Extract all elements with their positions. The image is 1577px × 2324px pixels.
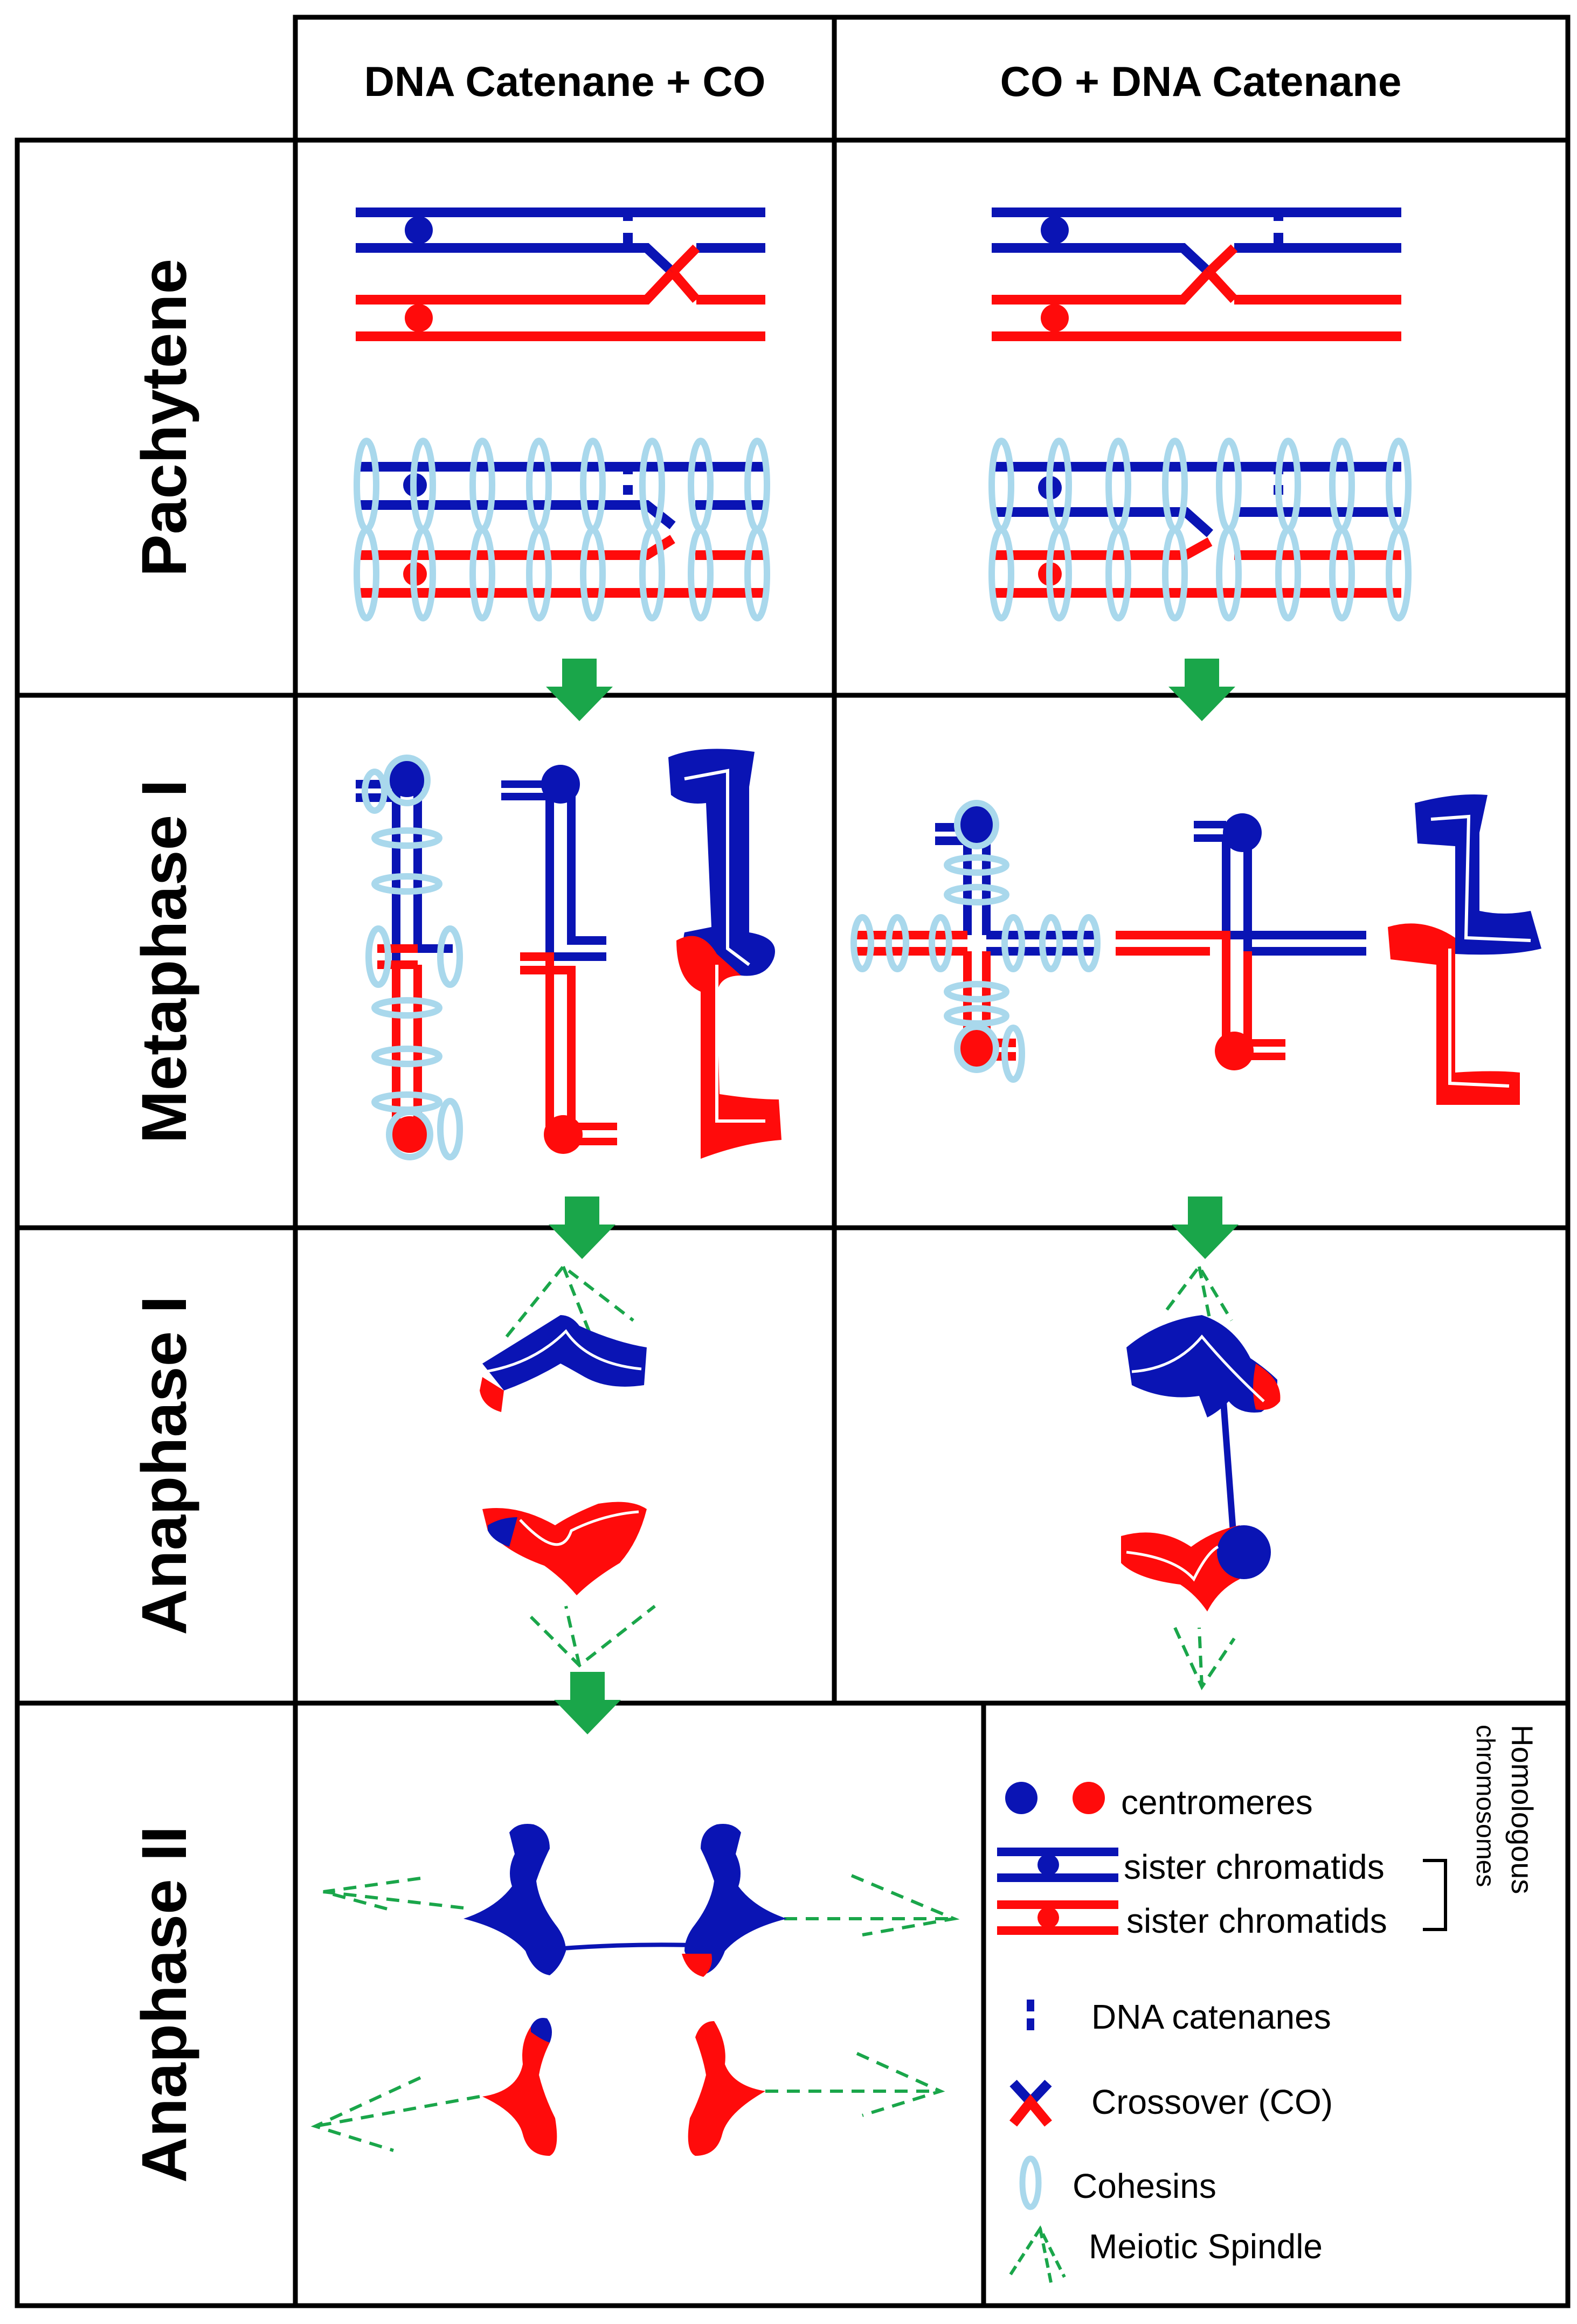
anaphase1-left-chromosomes — [480, 1315, 647, 1595]
legend-sister-chromatids-red: sister chromatids — [997, 1900, 1387, 1940]
flow-arrow-icon — [554, 1672, 621, 1734]
flow-arrow-icon — [546, 659, 613, 721]
legend-chromosomes-label: chromosomes — [1471, 1725, 1499, 1887]
legend-sister-chromatids-blue: sister chromatids — [997, 1848, 1385, 1886]
anaphase2-chromosomes — [464, 1824, 787, 2156]
legend-catenanes-label: DNA catenanes — [1091, 1997, 1331, 2036]
metaphase-right-cohesin-bivalent — [850, 800, 1101, 1083]
legend-crossover: Crossover (CO) — [1009, 2079, 1333, 2127]
blue-centromere-icon — [1005, 1782, 1038, 1814]
spindle-dashes-icon — [1009, 2225, 1066, 2283]
legend: centromeres sister chromatids sister chr… — [997, 1725, 1539, 2283]
legend-centromeres: centromeres — [1005, 1782, 1313, 1822]
legend-dna-catenanes: DNA catenanes — [1027, 1997, 1331, 2036]
legend-meiotic-spindle: Meiotic Spindle — [1009, 2225, 1323, 2283]
legend-homologous-label: Homologous — [1505, 1725, 1539, 1894]
flow-arrow-icon — [549, 1196, 615, 1259]
pachytene-right-cohesins — [988, 438, 1412, 621]
anaphase1-left-spindle-icon — [505, 1264, 656, 1668]
row-label-pachytene: Pachytene — [129, 259, 200, 577]
metaphase-right-condensed — [1388, 794, 1541, 1105]
row-label-anaphase-ii: Anaphase II — [129, 1826, 200, 2183]
legend-cohesins: Cohesins — [1019, 2155, 1216, 2210]
legend-crossover-label: Crossover (CO) — [1091, 2083, 1333, 2121]
metaphase-left-bivalent — [501, 765, 617, 1154]
row-label-metaphase-i: Metaphase I — [129, 779, 200, 1143]
legend-sister-chromatids-label-1: sister chromatids — [1124, 1848, 1385, 1886]
anaphase1-right-spindle-icon — [1165, 1263, 1236, 1691]
pachytene-left-cohesins — [354, 438, 770, 621]
pachytene-left-chromosomes — [356, 208, 765, 341]
table-grid — [15, 15, 1571, 2308]
metaphase-left-condensed — [668, 749, 781, 1159]
homologous-bracket — [1423, 1859, 1447, 1931]
column-header-left: DNA Catenane + CO — [364, 58, 766, 105]
row-label-anaphase-i: Anaphase I — [129, 1296, 200, 1635]
metaphase-left-cohesin-bivalent — [356, 755, 463, 1160]
legend-sister-chromatids-label-2: sister chromatids — [1126, 1901, 1387, 1940]
pachytene-right-chromosomes — [992, 208, 1401, 341]
crossover-x-icon — [1009, 2079, 1052, 2127]
cohesin-ring-icon — [1019, 2155, 1042, 2210]
anaphase2-spindle-icon — [310, 1874, 960, 2152]
catenane-icon — [1027, 2000, 1034, 2011]
column-header-right: CO + DNA Catenane — [1000, 58, 1402, 105]
red-centromere-icon — [1073, 1782, 1105, 1814]
flow-arrow-icon — [1168, 659, 1235, 721]
legend-centromeres-label: centromeres — [1121, 1783, 1313, 1822]
anaphase1-right-chromosomes — [1121, 1315, 1281, 1611]
metaphase-right-bivalent — [1116, 813, 1366, 1070]
legend-spindle-label: Meiotic Spindle — [1089, 2227, 1323, 2266]
flow-arrow-icon — [1172, 1196, 1239, 1259]
legend-cohesins-label: Cohesins — [1073, 2167, 1216, 2205]
